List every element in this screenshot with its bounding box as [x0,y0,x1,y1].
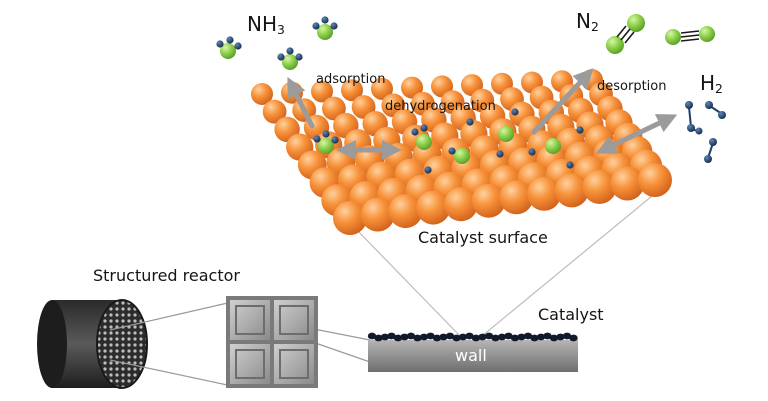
n2-molecule-1 [606,14,645,54]
catalyst-surface-label: Catalyst surface [418,228,548,247]
catalyst-particle [406,332,416,340]
adsorbed-nitrogen-atom [416,134,432,150]
catalyst-sphere [371,77,393,100]
adsorbed-hydrogen-atom [466,118,474,126]
catalyst-particle [452,334,461,342]
catalyst-label: Catalyst [538,305,604,324]
catalyst-wall [368,340,578,372]
catalyst-particle [380,333,390,341]
nh3-label: NH3 [247,12,285,38]
adsorbed-nitrogen-atom [318,138,334,154]
adsorbed-hydrogen-atom [331,136,339,144]
adsorbed-nitrogen-atom [498,126,514,142]
nh3-molecule-3 [312,16,338,40]
catalyst-sphere [499,180,534,215]
catalyst-sphere [610,166,645,201]
dehydrogenation-label: dehydrogenation [385,99,496,114]
catalyst-particle [549,334,559,342]
adsorption-label: adsorption [316,72,386,87]
catalyst-sphere [401,76,423,99]
catalyst-particle [484,332,494,340]
catalyst-sphere [527,176,562,211]
adsorbed-hydrogen-atom [511,108,519,116]
structured-reactor-monolith [37,299,148,389]
catalyst-sphere [360,197,395,232]
wall-label: wall [455,346,487,365]
structured-reactor-label: Structured reactor [93,266,240,285]
adsorbed-hydrogen-atom [496,150,504,158]
catalyst-particle [387,332,396,340]
catalyst-particle [530,334,539,342]
catalyst-particle [504,332,513,340]
catalyst-particle [523,332,533,340]
catalyst-particle [569,334,578,342]
monolith-channel-blocks [226,296,318,388]
catalyst-sphere [416,190,451,225]
adsorption-arrow [287,76,315,129]
h2-desorption-arrow [595,114,678,154]
catalyst-particle [458,333,468,341]
n2-label: N2 [576,9,599,35]
adsorbed-hydrogen-atom [411,128,419,136]
zoom-lines [354,195,653,337]
nh3-molecule-2 [277,47,303,70]
desorption-label: desorption [597,79,667,94]
catalyst-particle [419,333,429,341]
catalyst-sphere [341,79,363,102]
catalyst-particle [400,333,409,341]
catalyst-particle [517,333,526,341]
catalyst-particle [556,333,565,341]
h2-label: H2 [700,71,723,97]
nh3-molecule-1 [216,36,242,59]
n2-desorption-arrow [531,68,594,135]
catalyst-sphere [333,201,367,235]
adsorbed-hydrogen-atom [566,161,574,169]
catalyst-sphere [471,183,506,218]
catalyst-particle [543,332,552,340]
catalyst-particle [510,334,520,342]
catalyst-sphere [582,169,617,204]
catalyst-particle [465,332,474,340]
n2-molecule-2 [665,26,715,45]
catalyst-particle [439,333,448,341]
adsorbed-hydrogen-atom [424,166,432,174]
adsorbed-hydrogen-atom [322,130,330,138]
catalyst-sphere [251,83,273,105]
catalyst-particle [374,334,383,342]
catalyst-particle [367,332,377,340]
catalyst-particle [432,334,442,342]
catalyst-particle [478,333,487,341]
h2-atoms [685,101,726,163]
catalyst-particle [413,334,422,342]
catalyst-sphere [638,163,672,197]
h2-molecules [688,105,723,159]
adsorbed-hydrogen-atom [313,135,321,143]
catalyst-sphere [311,80,333,103]
catalyst-sphere [443,187,478,222]
catalyst-particle [497,333,507,341]
catalyst-particle [491,334,500,342]
adsorbed-hydrogen-atom [576,126,584,134]
catalyst-particle [426,332,435,340]
adsorbed-hydrogen-atom [528,148,536,156]
catalyst-particle [393,334,403,342]
catalyst-particle [445,332,455,340]
catalyst-sphere [388,194,423,229]
catalyst-particle [562,332,572,340]
catalyst-sphere [554,173,589,208]
adsorbed-nitrogen-atom [545,138,561,154]
catalyst-particle [471,334,481,342]
catalyst-particles [367,332,578,342]
adsorbed-nitrogen-atom [454,148,470,164]
process-arrows [287,68,678,160]
adsorbed-hydrogen-atom [420,124,428,132]
catalyst-sphere [262,99,287,124]
catalyst-particle [536,333,546,341]
adsorbed-hydrogen-atom [448,147,456,155]
